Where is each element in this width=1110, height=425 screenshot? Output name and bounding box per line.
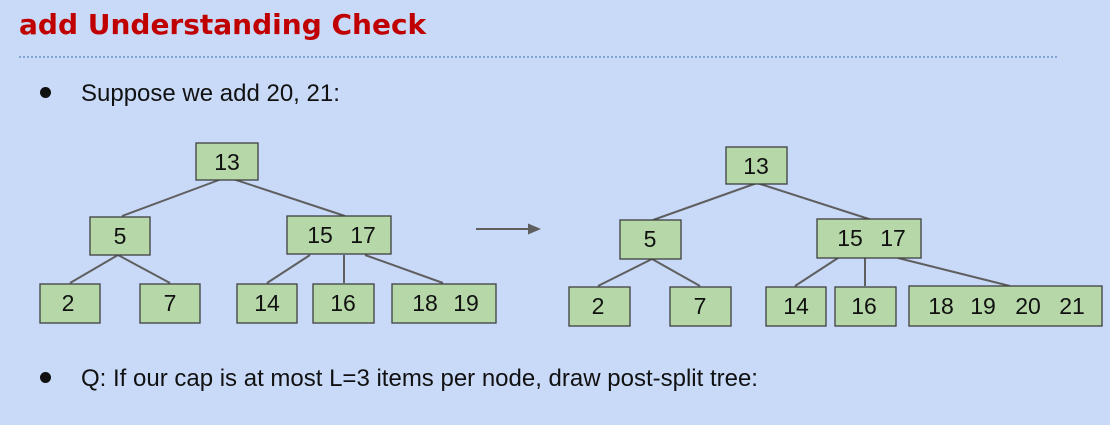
svg-text:17: 17 <box>880 225 906 251</box>
bullet-item-question: Q: If our cap is at most L=3 items per n… <box>40 364 758 394</box>
bullet-icon <box>40 372 51 384</box>
svg-text:16: 16 <box>851 293 877 319</box>
svg-text:5: 5 <box>644 226 657 252</box>
tree-node-leaf: 18 19 <box>391 283 497 324</box>
tree-node-leaf: 16 <box>312 283 375 324</box>
svg-text:16: 16 <box>330 290 356 316</box>
svg-text:14: 14 <box>254 290 280 316</box>
svg-text:15: 15 <box>837 225 863 251</box>
bullet-icon <box>40 87 51 99</box>
svg-text:19: 19 <box>970 293 996 319</box>
slide-title: add Understanding Check <box>19 8 427 41</box>
tree-node-leaf: 16 <box>834 286 897 327</box>
svg-text:18: 18 <box>412 290 438 316</box>
svg-text:5: 5 <box>114 223 127 249</box>
svg-text:13: 13 <box>743 153 769 179</box>
tree-edge <box>651 258 701 287</box>
svg-text:2: 2 <box>592 293 605 319</box>
tree-node-leaf: 7 <box>669 286 732 327</box>
tree-edge <box>897 257 1011 287</box>
tree-edge <box>652 182 758 221</box>
tree-edge <box>121 176 228 217</box>
tree-edge <box>794 257 839 287</box>
svg-text:19: 19 <box>453 290 479 316</box>
tree-node-leaf: 2 <box>39 283 101 324</box>
tree-edge <box>69 254 119 284</box>
tree-node-internal: 5 <box>619 219 682 260</box>
tree-node-leaf: 18 19 20 21 <box>908 285 1103 327</box>
tree-edge <box>117 254 171 284</box>
svg-text:17: 17 <box>350 222 376 248</box>
bullet-item-suppose: Suppose we add 20, 21: <box>40 79 340 109</box>
title-divider <box>19 56 1057 58</box>
tree-node-leaf: 2 <box>568 286 631 327</box>
svg-text:20: 20 <box>1015 293 1041 319</box>
tree-node-leaf: 14 <box>765 286 827 327</box>
transition-arrow-icon <box>476 223 541 235</box>
tree-node-internal: 15 17 <box>816 218 922 259</box>
bullet-text: Suppose we add 20, 21: <box>81 80 340 107</box>
tree-edge <box>266 254 311 284</box>
svg-text:7: 7 <box>164 290 177 316</box>
svg-text:7: 7 <box>694 293 707 319</box>
svg-text:15: 15 <box>307 222 333 248</box>
svg-text:13: 13 <box>214 149 240 175</box>
svg-text:2: 2 <box>62 290 75 316</box>
tree-node-leaf: 7 <box>139 283 201 324</box>
tree-node-internal: 15 17 <box>286 215 392 255</box>
tree-node-root: 13 <box>195 142 259 181</box>
tree-edge <box>226 176 346 217</box>
svg-text:18: 18 <box>928 293 954 319</box>
bullet-text: Q: If our cap is at most L=3 items per n… <box>81 365 758 392</box>
tree-edge <box>364 254 444 284</box>
tree-node-leaf: 14 <box>236 283 298 324</box>
tree-node-internal: 5 <box>89 216 151 256</box>
svg-text:14: 14 <box>783 293 809 319</box>
tree-edge <box>756 182 873 221</box>
tree-edge <box>597 258 653 287</box>
svg-text:21: 21 <box>1059 293 1085 319</box>
tree-node-root: 13 <box>725 146 788 185</box>
